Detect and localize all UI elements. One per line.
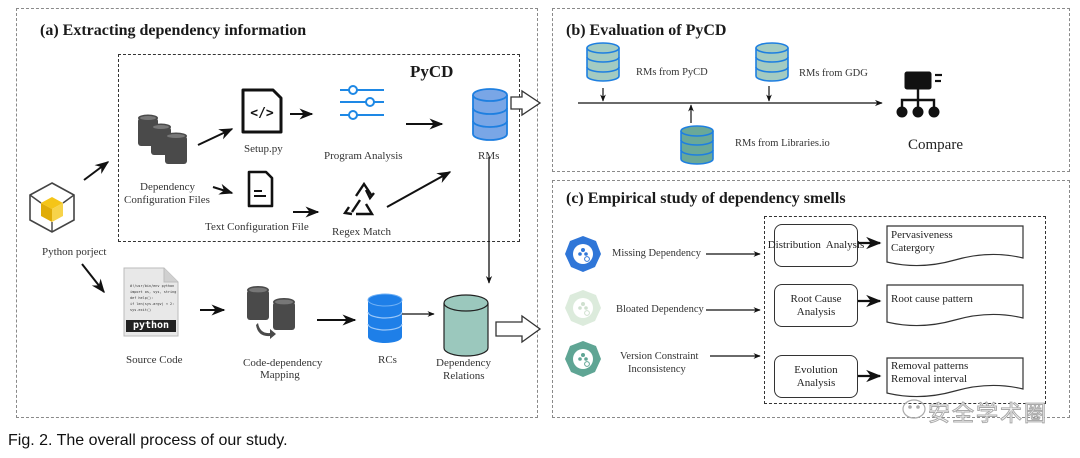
- rms-pycd-db-icon: [586, 42, 620, 82]
- label-python-project: Python porject: [42, 246, 107, 258]
- source-code-snippet: #!/usr/bin/env python import os, sys, st…: [130, 284, 177, 312]
- dependency-relations-icon: [443, 294, 489, 357]
- result-evolution-text: Removal patterns Removal interval: [891, 360, 969, 385]
- label-rms-pycd: RMs from PyCD: [636, 67, 708, 78]
- panel-c: [552, 180, 1070, 418]
- code-dependency-mapping-icon: [247, 286, 295, 339]
- text-config-file-icon: [247, 170, 274, 208]
- result-distribution-text: Pervasiveness Catergory: [891, 229, 953, 254]
- label-rms: RMs: [478, 150, 500, 162]
- label-dep-rel-2: Relations: [443, 370, 485, 382]
- label-compare: Compare: [908, 137, 963, 153]
- figure-caption: Fig. 2. The overall process of our study…: [8, 432, 288, 449]
- distribution-analysis-box: Distribution Analysis: [768, 224, 864, 267]
- arrow-config-to-text: [212, 183, 234, 195]
- pycd-box: [118, 54, 520, 242]
- label-rms-librariesio: RMs from Libraries.io: [735, 138, 830, 149]
- panel-c-title: (c) Empirical study of dependency smells: [566, 190, 846, 207]
- svg-text:</>: </>: [250, 106, 274, 121]
- wechat-watermark-icon: [902, 399, 926, 419]
- rms-librariesio-db-icon: [680, 125, 714, 165]
- python-project-icon: [29, 182, 75, 233]
- label-version-constraint-1: Version Constraint: [620, 351, 699, 362]
- arrow-project-to-source: [81, 263, 105, 294]
- rms-database-icon: [472, 88, 508, 141]
- dependency-config-files-icon: [138, 114, 187, 164]
- result-doc-evolution: [886, 357, 1024, 398]
- label-regex-match: Regex Match: [332, 226, 391, 238]
- label-code-dep-2: Mapping: [260, 369, 300, 381]
- root-cause-analysis-box: Root Cause Analysis: [774, 284, 858, 327]
- panel-b-title: (b) Evaluation of PyCD: [566, 22, 727, 39]
- regex-match-icon: [342, 181, 375, 216]
- program-analysis-icon: [340, 85, 384, 120]
- label-bloated-dependency: Bloated Dependency: [616, 304, 704, 315]
- panel-a: [16, 8, 538, 418]
- label-setup-py: Setup.py: [244, 143, 283, 155]
- result-rootcause-text: Root cause pattern: [891, 293, 973, 305]
- label-code-dep-1: Code-dependency: [243, 357, 323, 369]
- pycd-label: PyCD: [410, 62, 454, 81]
- python-badge: python: [132, 320, 170, 331]
- label-dep-config-1: Dependency: [140, 181, 195, 193]
- panel-a-title: (a) Extracting dependency information: [40, 22, 307, 39]
- label-program-analysis: Program Analysis: [324, 150, 403, 162]
- label-version-constraint-2: Inconsistency: [628, 364, 686, 375]
- arrow-config-to-setup: [197, 128, 234, 146]
- result-doc-distribution: [886, 225, 1024, 267]
- hollow-arrow-to-evaluation: [510, 89, 542, 117]
- label-source-code: Source Code: [126, 354, 183, 366]
- label-rms-gdg: RMs from GDG: [799, 68, 868, 79]
- watermark: 安全学术圈: [927, 402, 1049, 428]
- result-doc-rootcause: [886, 284, 1024, 327]
- rcs-database-icon: [367, 293, 403, 343]
- version-constraint-icon: [565, 341, 601, 377]
- evolution-analysis-box: Evolution Analysis: [774, 355, 858, 398]
- source-code-icon: [123, 267, 179, 337]
- arrow-project-to-config: [83, 161, 110, 181]
- arrow-regex-to-rms: [386, 171, 452, 208]
- label-text-config: Text Configuration File: [205, 221, 309, 233]
- rms-gdg-db-icon: [755, 42, 789, 82]
- missing-dependency-icon: [565, 236, 601, 272]
- label-missing-dependency: Missing Dependency: [612, 248, 701, 259]
- label-rcs: RCs: [378, 354, 397, 366]
- panel-b: [552, 8, 1070, 172]
- label-dep-rel-1: Dependency: [436, 357, 491, 369]
- setup-py-icon: </>: [241, 88, 283, 134]
- label-dep-config-2: Configuration Files: [124, 194, 210, 206]
- bloated-dependency-icon: [565, 290, 601, 326]
- hollow-arrow-to-empirical: [495, 314, 542, 344]
- compare-icon: [896, 71, 942, 118]
